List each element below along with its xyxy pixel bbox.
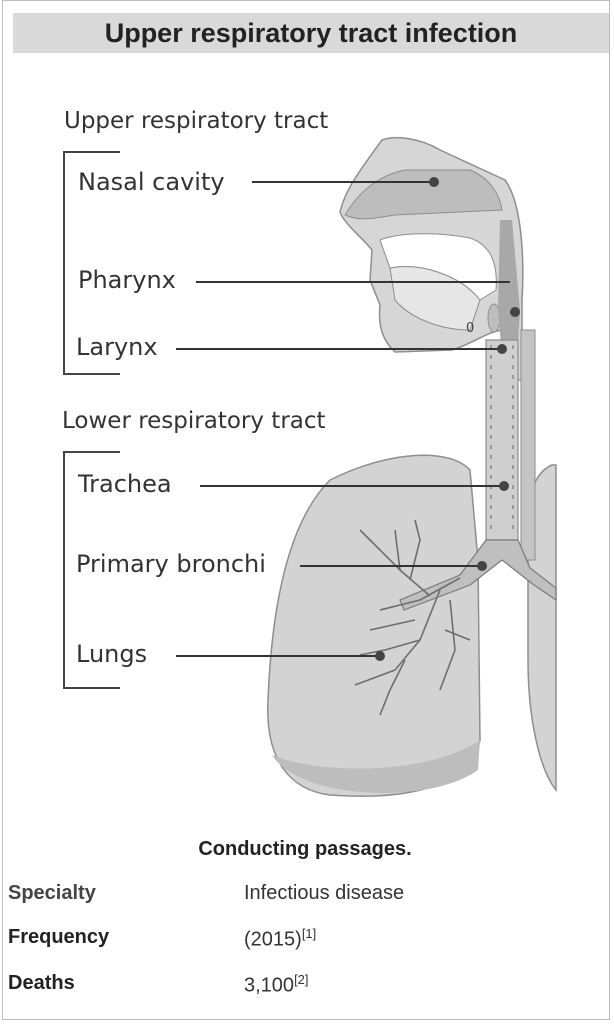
row-key: Specialty — [8, 882, 96, 904]
trachea-tube — [485, 339, 519, 541]
left-lung-base — [272, 740, 480, 793]
image-caption: Conducting passages. — [198, 838, 412, 860]
row-value-link[interactable]: Infectious disease — [244, 882, 404, 905]
upper-tract-bracket — [63, 151, 120, 375]
trachea-rings — [490, 345, 514, 535]
label-lungs: Lungs — [76, 640, 147, 668]
lower-tract-heading: Lower respiratory tract — [62, 408, 326, 434]
reference-link[interactable]: [1] — [301, 926, 317, 941]
reference-link[interactable]: [2] — [294, 972, 309, 987]
row-value-text: 3,100 — [244, 974, 295, 997]
small-mark: 0 — [466, 321, 474, 336]
marker-primary-bronchi — [477, 561, 487, 571]
marker-pharynx — [510, 307, 520, 317]
respiratory-diagram: 0 Upper respiratory trac — [62, 108, 557, 797]
row-value-text[interactable]: Infectious disease — [244, 882, 405, 904]
infobox-row-frequency: Frequency (2015)[1] — [8, 926, 608, 956]
upper-tract-heading: Upper respiratory tract — [64, 108, 328, 134]
marker-trachea — [499, 481, 509, 491]
label-pharynx: Pharynx — [78, 266, 176, 294]
left-lung-shape — [267, 454, 481, 797]
row-key: Deaths — [8, 972, 75, 994]
label-primary-bronchi: Primary bronchi — [76, 550, 266, 578]
row-value: 3,100[2] — [244, 972, 309, 998]
infobox-title: Upper respiratory tract infection — [13, 13, 609, 53]
marker-lungs — [375, 651, 385, 661]
esophagus-shape — [520, 329, 536, 561]
infobox-row-specialty: Specialty Infectious disease — [8, 882, 608, 912]
row-key: Frequency — [8, 926, 110, 948]
lower-tract-bracket — [63, 451, 120, 689]
marker-larynx — [497, 344, 507, 354]
label-nasal-cavity: Nasal cavity — [78, 168, 225, 196]
row-value-text: (2015) — [244, 928, 302, 951]
row-value: (2015)[1] — [244, 926, 316, 952]
label-larynx: Larynx — [76, 333, 158, 361]
label-trachea: Trachea — [77, 470, 172, 498]
infobox-row-deaths: Deaths 3,100[2] — [8, 972, 608, 1002]
respiratory-diagram-svg: 0 Upper respiratory trac — [62, 108, 557, 797]
marker-nasal-cavity — [429, 177, 439, 187]
